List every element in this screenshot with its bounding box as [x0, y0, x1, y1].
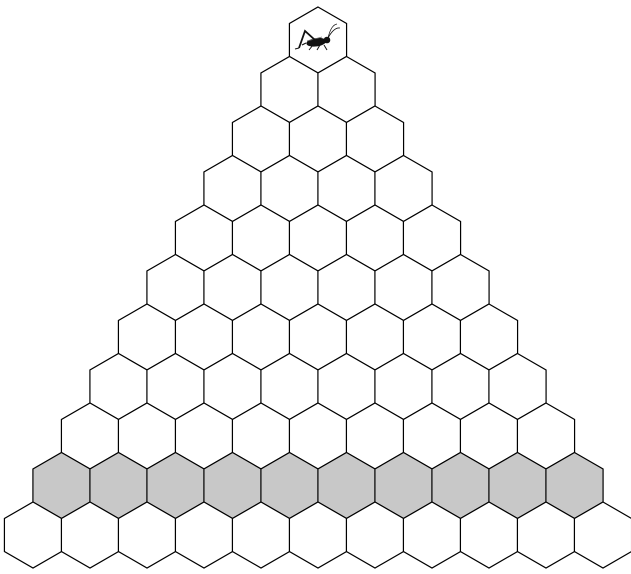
- hex-cells: [4, 7, 631, 568]
